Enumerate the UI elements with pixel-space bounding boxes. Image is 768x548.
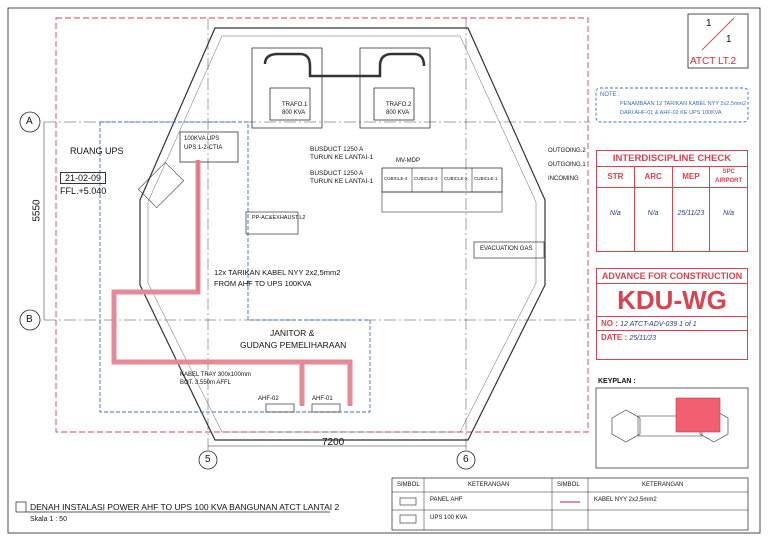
tray-label-2: BOT. 3.550m AFFL — [180, 380, 232, 386]
advance-no-label: NO : — [601, 319, 618, 328]
trafo1-label: TRAFO.1 — [282, 102, 308, 108]
col-str: STR — [597, 167, 635, 187]
busduct2-line1: BUSDUCT 1250 A — [310, 170, 364, 177]
busduct2-line2: TURUN KE LANTAI-1 — [310, 178, 374, 185]
busduct1-line2: TURUN KE LANTAI-1 — [310, 154, 374, 161]
init-spc: N/a — [723, 210, 735, 217]
col-arc: ARC — [635, 167, 673, 187]
legend-symbol-header-right: SIMBOL — [557, 482, 580, 488]
tray-label-1: KABEL TRAY 300x100mm — [180, 372, 251, 378]
advance-stamp: ADVANCE FOR CONSTRUCTION KDU-WG NO : 12 … — [596, 268, 748, 360]
advance-no-value: 12 ATCT-ADV-039 1 of 1 — [620, 321, 697, 328]
legend-desc-header: KETERANGAN — [468, 482, 510, 488]
interdiscipline-title: INTERDISCIPLINE CHECK — [597, 151, 747, 167]
cubicle-1: CUBICLE-1 — [474, 176, 498, 181]
advance-code: KDU-WG — [597, 284, 747, 317]
busduct1-line1: BUSDUCT 1250 A — [310, 146, 364, 153]
incoming-label: INCOMING — [548, 176, 579, 182]
ups-box-label-2: UPS 1-2-CTIA — [184, 145, 223, 151]
sheet-number-top: 1 — [706, 18, 712, 29]
dim-horizontal: 7200 — [322, 437, 345, 448]
grid-bubble-a — [19, 111, 41, 133]
panel-pp-label: PP-AC&EXHAUST.L2 — [252, 215, 306, 221]
init-arc: N/a — [635, 188, 673, 252]
trafo2-kva: 800 KVA — [386, 110, 410, 116]
outgoing2-label: OUTGOING.2 — [548, 148, 586, 154]
advance-title: ADVANCE FOR CONSTRUCTION — [597, 269, 747, 284]
trafo1-kva: 800 KVA — [282, 110, 306, 116]
sheet-code: ATCT LT.2 — [690, 56, 737, 67]
grid-label-6: 6 — [463, 454, 469, 465]
grid-bubble-b — [19, 309, 41, 331]
cable-note-1: 12x TARIKAN KABEL NYY 2x2,5mm2 — [214, 268, 341, 277]
trafo2-label: TRAFO.2 — [386, 102, 412, 108]
cubicle-2: CUBICLE-2 — [444, 176, 468, 181]
cubicle-3: CUBICLE-3 — [414, 176, 438, 181]
cubicle-4: CUBICLE-4 — [384, 176, 408, 181]
advance-date-value: 25/11/23 — [629, 335, 657, 342]
drawing-scale: Skala 1 : 50 — [30, 516, 67, 523]
grid-label-a: A — [26, 116, 33, 127]
legend-symbol-header: SIMBOL — [397, 482, 420, 488]
legend-item-panel-ahf: PANEL AHF — [430, 497, 463, 503]
grid-bubble-6 — [456, 450, 476, 470]
dim-vertical: 5550 — [31, 199, 43, 222]
legend-desc-header-right: KETERANGAN — [642, 482, 684, 488]
ahf01-label: AHF-01 — [312, 396, 333, 402]
room-label: RUANG UPS — [70, 146, 124, 156]
evacuation-label: EVACUATION GAS — [480, 246, 533, 252]
room-code: 21-02-09 — [60, 172, 107, 184]
ups-box-label-1: 100KVA UPS — [184, 136, 220, 142]
outgoing1-label: OUTGOING.1 — [548, 162, 586, 168]
ffl-label: FFL.+5.040 — [60, 186, 107, 196]
mvmdp-label: MV-MDP — [396, 158, 420, 164]
ahf02-label: AHF-02 — [258, 396, 279, 402]
advance-date-label: DATE : — [601, 333, 628, 342]
grid-label-5: 5 — [205, 454, 211, 465]
keyplan-highlight — [675, 397, 721, 433]
janitor-label-1: JANITOR & — [270, 328, 315, 338]
legend-item-cable: KABEL NYY 2x2,5mm2 — [594, 497, 657, 503]
note-line-2: DARI AHF-01 & AHF-02 KE UPS 100KVA — [620, 110, 722, 116]
interdiscipline-stamp: INTERDISCIPLINE CHECK STR ARC MEP SPC AI… — [596, 150, 748, 252]
keyplan-label: KEYPLAN : — [598, 378, 636, 385]
cable-note-2: FROM AHF TO UPS 100KVA — [214, 279, 312, 288]
note-label: NOTE : — [600, 92, 621, 98]
drawing-title: DENAH INSTALASI POWER AHF TO UPS 100 KVA… — [30, 502, 340, 512]
sheet-number-bottom: 1 — [726, 34, 732, 45]
legend-item-ups: UPS 100 KVA — [430, 515, 468, 521]
init-mep: 25/11/23 — [673, 188, 711, 252]
col-spc: SPC AIRPORT — [715, 169, 743, 184]
grid-bubble-5 — [198, 450, 218, 470]
janitor-label-2: GUDANG PEMELIHARAAN — [240, 340, 347, 350]
note-line-1: PENAMBAAN 12 TARIKAN KABEL NYY 2x2,5mm2 — [620, 101, 747, 107]
grid-label-b: B — [26, 314, 33, 325]
init-str: N/a — [597, 188, 635, 252]
col-mep: MEP — [673, 167, 711, 187]
